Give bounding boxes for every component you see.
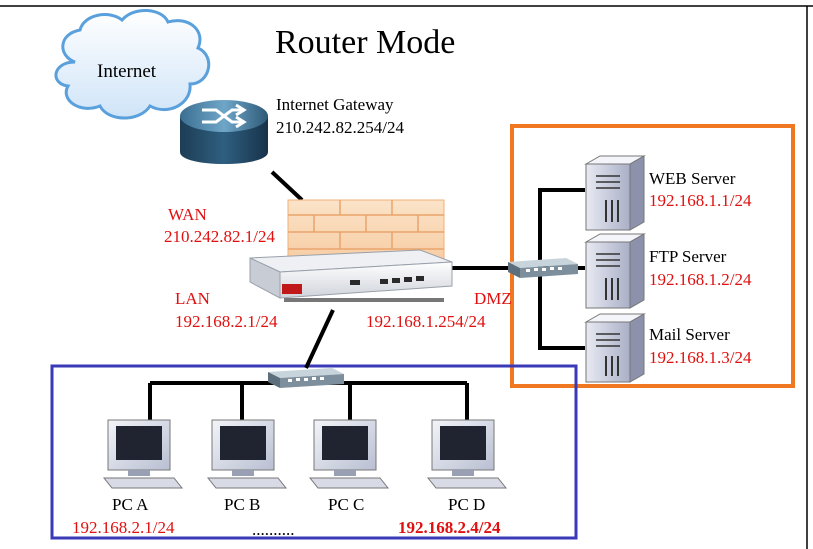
mail-server-name: Mail Server [649, 325, 730, 344]
pc-a-icon [102, 419, 184, 489]
pc-range-separator: .......... [252, 520, 295, 539]
lan-zone-box [50, 364, 578, 540]
diagram-title: Router Mode [275, 24, 456, 61]
mail-server-ip: 192.168.1.3/24 [649, 348, 752, 367]
pc-b-label: PC B [224, 495, 261, 514]
pc-a-label: PC A [112, 495, 149, 514]
pc-b-icon [206, 419, 288, 489]
mail-server-icon [584, 313, 646, 383]
pc-c-label: PC C [328, 495, 365, 514]
gateway-ip: 210.242.82.254/24 [276, 118, 404, 137]
ftp-server-icon [584, 233, 646, 309]
pc-d-label: PC D [448, 495, 486, 514]
ftp-server-name: FTP Server [649, 247, 727, 266]
wan-label: WAN [168, 205, 207, 224]
dmz-switch-icon [508, 258, 578, 278]
ftp-server-ip: 192.168.1.2/24 [649, 270, 752, 289]
dmz-zone-box [510, 124, 795, 388]
pc-range-last-ip: 192.168.2.4/24 [398, 518, 501, 537]
pc-c-icon [308, 419, 390, 489]
internet-label: Internet [97, 61, 157, 82]
dmz-ip: 192.168.1.254/24 [366, 312, 486, 331]
firewall-appliance-icon [249, 249, 453, 302]
web-server-name: WEB Server [649, 169, 736, 188]
lan-switch-icon [268, 368, 344, 388]
lan-label: LAN [175, 289, 210, 308]
internet-gateway-router-icon [180, 100, 268, 164]
dmz-label: DMZ [474, 289, 512, 308]
wan-ip: 210.242.82.1/24 [164, 227, 275, 246]
pc-d-icon [426, 419, 508, 489]
pc-range-first-ip: 192.168.2.1/24 [72, 518, 175, 537]
internet-cloud-icon [54, 9, 211, 120]
lan-ip: 192.168.2.1/24 [175, 312, 278, 331]
web-server-icon [584, 155, 646, 231]
web-server-ip: 192.168.1.1/24 [649, 191, 752, 210]
gateway-name: Internet Gateway [276, 95, 394, 114]
